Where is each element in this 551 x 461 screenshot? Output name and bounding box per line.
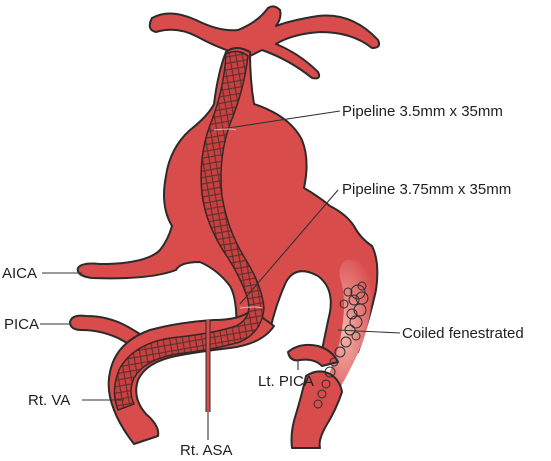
label-pipeline-upper: Pipeline 3.5mm x 35mm	[342, 103, 503, 120]
leader-lines	[40, 110, 401, 440]
label-aica: AICA	[2, 265, 37, 282]
label-coiled-fenestrated: Coiled fenestrated	[402, 325, 524, 342]
label-rt-va: Rt. VA	[28, 392, 70, 409]
label-rt-asa: Rt. ASA	[180, 442, 233, 459]
label-lt-pica: Lt. PICA	[258, 373, 314, 390]
left-pica-branch	[287, 343, 343, 449]
label-pipeline-lower: Pipeline 3.75mm x 35mm	[342, 181, 511, 198]
pipeline-stent	[113, 50, 265, 411]
label-pica: PICA	[4, 316, 39, 333]
top-bifurcation	[148, 5, 381, 80]
basilar-aneurysm	[76, 47, 379, 406]
